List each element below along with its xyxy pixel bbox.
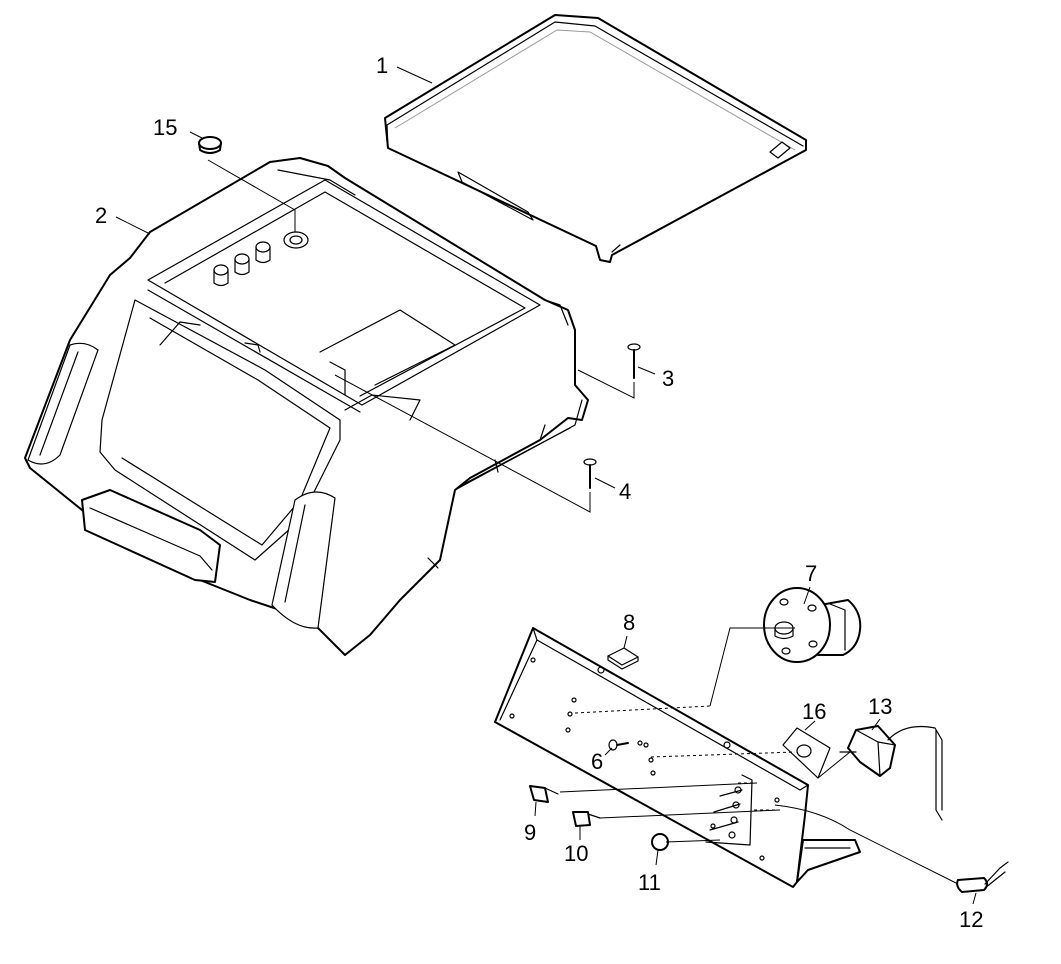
- callout-9: 9: [524, 820, 537, 845]
- part-screw-4: [583, 458, 597, 489]
- callout-10: 10: [564, 841, 589, 866]
- callout-3: 3: [662, 366, 675, 391]
- callout-1: 1: [376, 53, 389, 78]
- callout-16: 16: [802, 699, 827, 724]
- part-cap: [198, 136, 222, 154]
- part-sensor: [956, 861, 1009, 893]
- callout-15: 15: [153, 115, 178, 140]
- part-thermostat: [839, 725, 943, 821]
- part-screw-3: [627, 343, 641, 379]
- part-button: [651, 833, 669, 851]
- part-clip: [607, 647, 639, 670]
- part-motor: [763, 587, 862, 663]
- part-housing: [24, 157, 589, 656]
- callout-13: 13: [868, 694, 893, 719]
- callout-4: 4: [619, 479, 632, 504]
- callout-8: 8: [623, 610, 636, 635]
- callout-12: 12: [959, 907, 984, 932]
- part-knob-10: [572, 811, 601, 827]
- part-screw-6: [608, 739, 629, 751]
- callout-11: 11: [638, 870, 661, 895]
- callout-6: 6: [591, 749, 604, 774]
- callout-2: 2: [95, 203, 108, 228]
- part-knob-9: [529, 785, 559, 803]
- part-lid: [384, 14, 807, 263]
- callout-7: 7: [805, 561, 818, 586]
- part-control-panel: [494, 627, 861, 888]
- part-plate: [782, 727, 831, 779]
